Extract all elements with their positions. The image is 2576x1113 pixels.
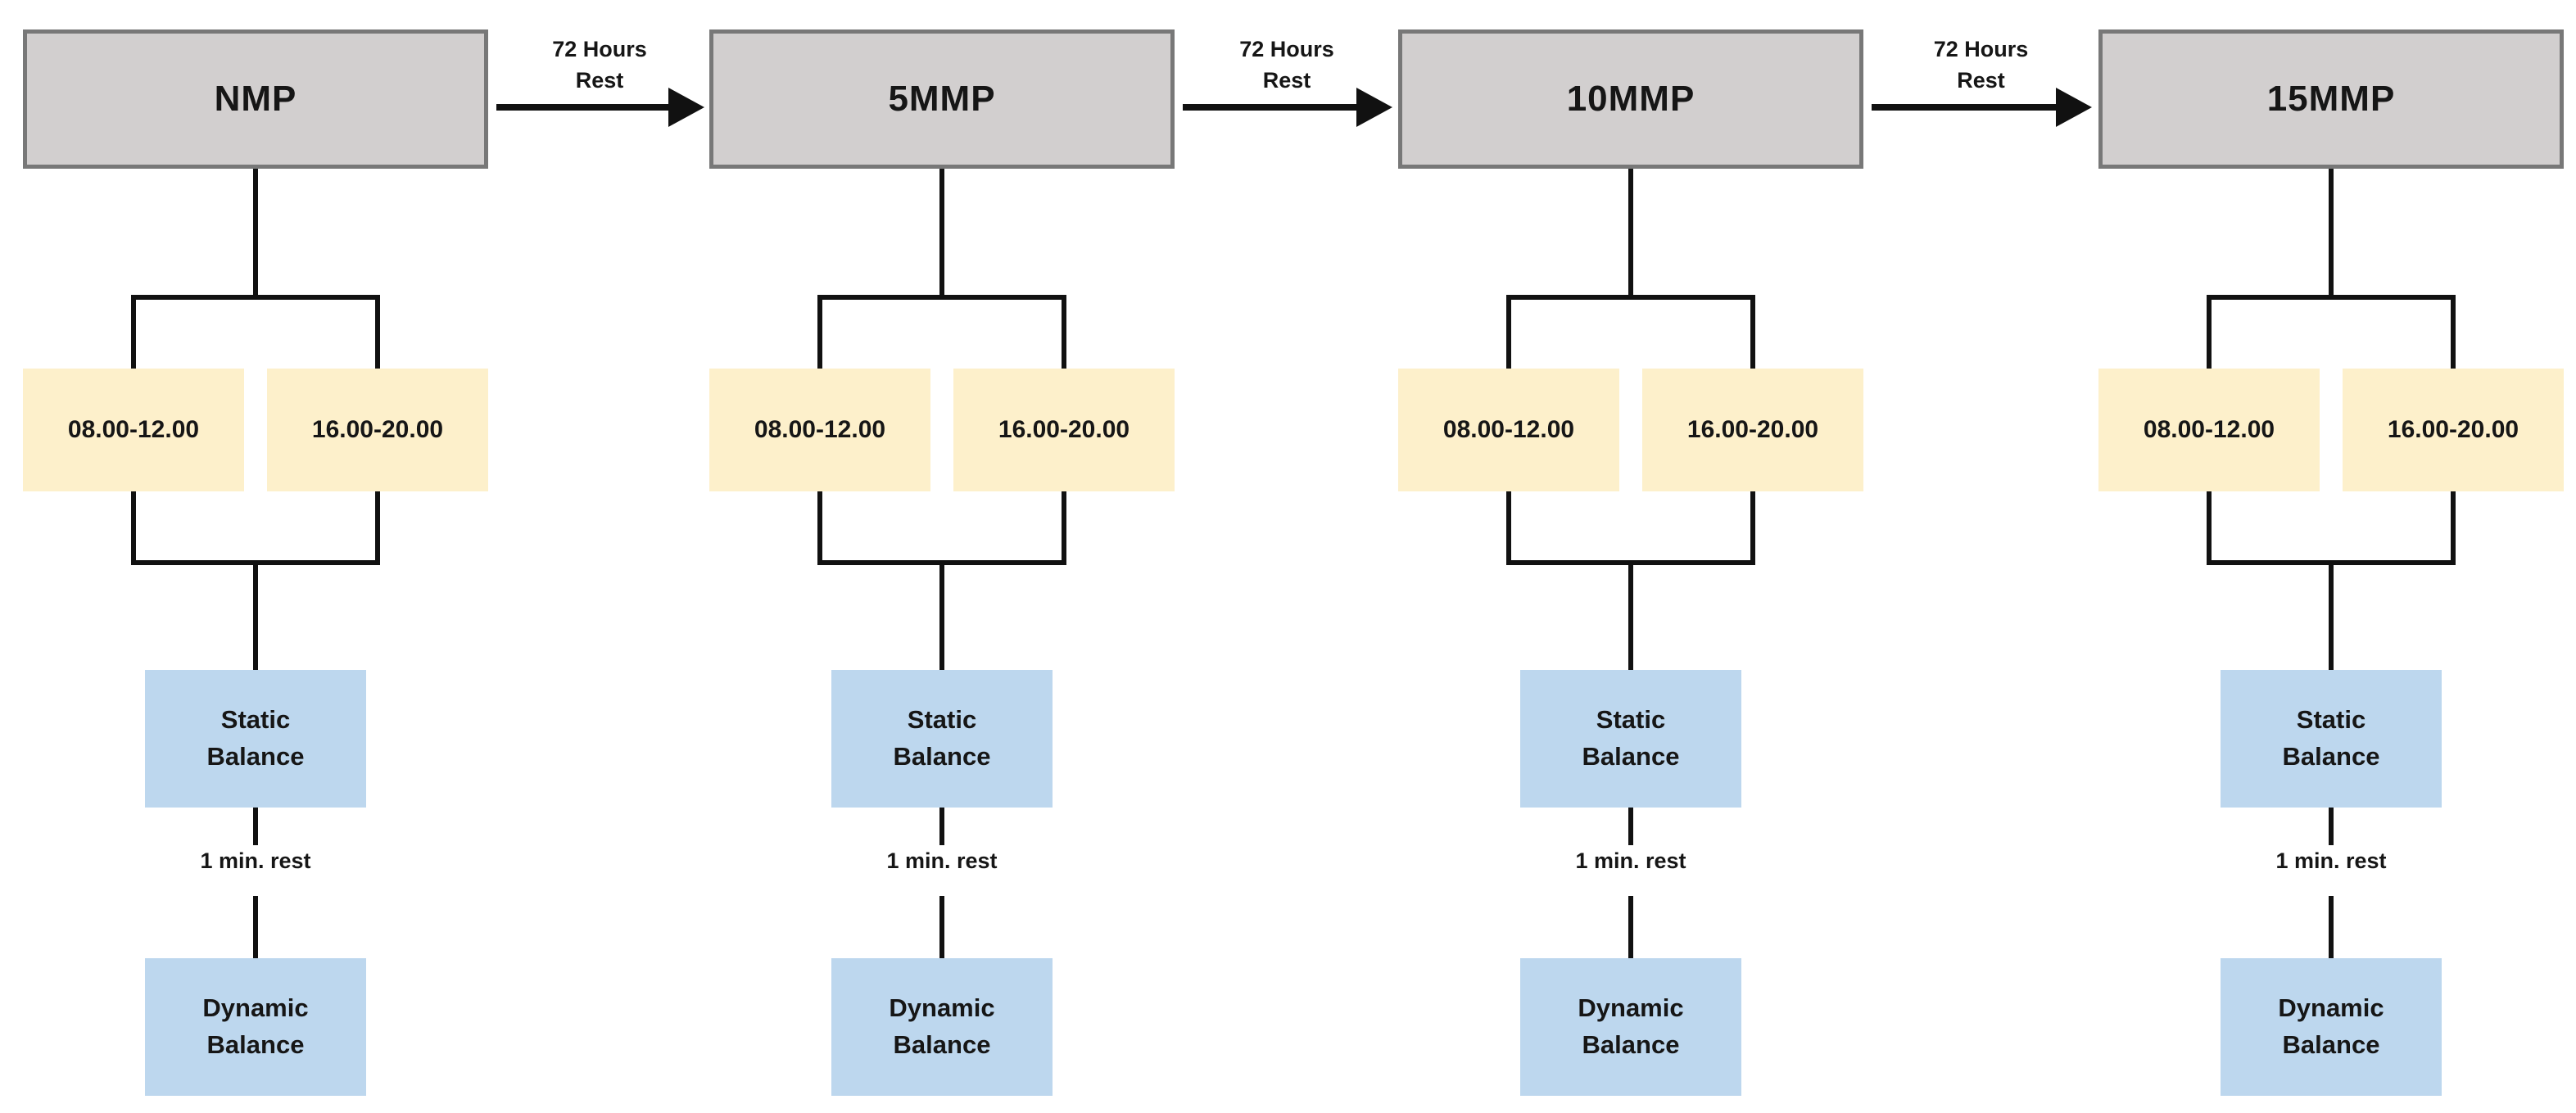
connector-line xyxy=(253,896,258,958)
arrowhead-icon xyxy=(1356,88,1392,127)
connector-line xyxy=(939,169,944,298)
rest-label: 1 min. rest xyxy=(2275,848,2387,873)
connector-line xyxy=(2329,169,2334,298)
session-box-morning: 08.00-12.00 xyxy=(23,369,244,491)
session-box-morning: 08.00-12.00 xyxy=(1398,369,1619,491)
split-bracket xyxy=(2207,295,2456,369)
session-box-morning: 08.00-12.00 xyxy=(709,369,930,491)
connector-line xyxy=(2329,560,2334,670)
session-box-morning: 08.00-12.00 xyxy=(2098,369,2320,491)
merge-bracket xyxy=(1506,491,1755,565)
arrow-label-line1: 72 Hours xyxy=(1239,37,1334,61)
connector-line xyxy=(2329,808,2334,845)
split-bracket xyxy=(131,295,380,369)
phase-box: NMP xyxy=(23,29,488,169)
arrow-line xyxy=(1183,104,1360,111)
phase-column-15mmp: 15MMP 08.00-12.00 16.00-20.00 Static Bal… xyxy=(2098,0,2564,1113)
connector-line xyxy=(2329,896,2334,958)
arrow-label-line2: Rest xyxy=(575,67,624,93)
dynamic-balance-box: Dynamic Balance xyxy=(2221,958,2442,1096)
connector-line xyxy=(253,169,258,298)
arrowhead-icon xyxy=(668,88,704,127)
connector-line xyxy=(1628,808,1633,845)
phase-column-10mmp: 10MMP 08.00-12.00 16.00-20.00 Static Bal… xyxy=(1398,0,1863,1113)
merge-bracket xyxy=(131,491,380,565)
rest-label: 1 min. rest xyxy=(886,848,998,873)
session-box-evening: 16.00-20.00 xyxy=(267,369,488,491)
split-bracket xyxy=(1506,295,1755,369)
arrow-line xyxy=(1872,104,2059,111)
session-box-evening: 16.00-20.00 xyxy=(2343,369,2564,491)
session-box-evening: 16.00-20.00 xyxy=(953,369,1175,491)
static-balance-box: Static Balance xyxy=(1520,670,1741,808)
static-balance-box: Static Balance xyxy=(2221,670,2442,808)
merge-bracket xyxy=(817,491,1066,565)
arrowhead-icon xyxy=(2056,88,2092,127)
merge-bracket xyxy=(2207,491,2456,565)
phase-column-5mmp: 5MMP 08.00-12.00 16.00-20.00 Static Bala… xyxy=(709,0,1175,1113)
connector-line xyxy=(939,896,944,958)
connector-line xyxy=(1628,169,1633,298)
connector-line xyxy=(253,560,258,670)
phase-box: 15MMP xyxy=(2098,29,2564,169)
arrow-line xyxy=(496,104,672,111)
phase-column-nmp: NMP 08.00-12.00 16.00-20.00 Static Balan… xyxy=(23,0,488,1113)
arrow-label-line1: 72 Hours xyxy=(552,37,647,61)
dynamic-balance-box: Dynamic Balance xyxy=(145,958,366,1096)
rest-label: 1 min. rest xyxy=(1575,848,1686,873)
connector-line xyxy=(939,560,944,670)
connector-line xyxy=(253,808,258,845)
dynamic-balance-box: Dynamic Balance xyxy=(831,958,1053,1096)
arrow-label-line2: Rest xyxy=(1262,67,1311,93)
split-bracket xyxy=(817,295,1066,369)
static-balance-box: Static Balance xyxy=(831,670,1053,808)
connector-line xyxy=(1628,560,1633,670)
rest-label: 1 min. rest xyxy=(200,848,311,873)
dynamic-balance-box: Dynamic Balance xyxy=(1520,958,1741,1096)
phase-box: 10MMP xyxy=(1398,29,1863,169)
session-box-evening: 16.00-20.00 xyxy=(1642,369,1863,491)
arrow-label-line2: Rest xyxy=(1957,67,2005,93)
static-balance-box: Static Balance xyxy=(145,670,366,808)
arrow-label-line1: 72 Hours xyxy=(1933,37,2029,61)
connector-line xyxy=(939,808,944,845)
connector-line xyxy=(1628,896,1633,958)
phase-box: 5MMP xyxy=(709,29,1175,169)
